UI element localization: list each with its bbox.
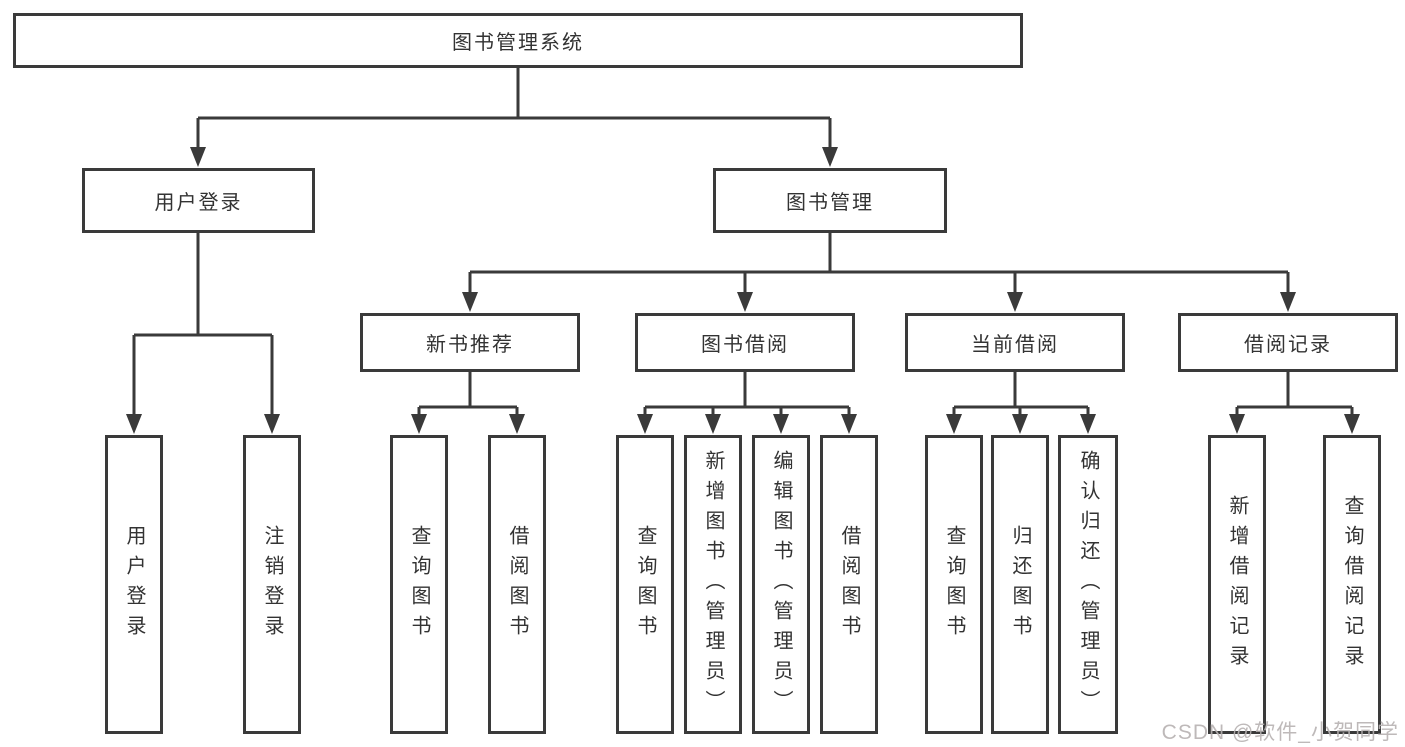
leaf-logout: 注销登录 (243, 435, 301, 734)
node-root-system: 图书管理系统 (13, 13, 1023, 68)
arrowhead (822, 147, 838, 167)
leaf-edit-book-admin: 编辑图书（管理员） (752, 435, 810, 734)
connector-login-to-children (126, 233, 280, 434)
node-user-login-branch: 用户登录 (82, 168, 315, 233)
arrowhead (946, 414, 962, 434)
arrowhead (1012, 414, 1028, 434)
arrowhead (841, 414, 857, 434)
leaf-query-books-borrow: 查询图书 (616, 435, 674, 734)
arrowhead (1007, 292, 1023, 312)
arrowhead (411, 414, 427, 434)
leaf-user-login: 用户登录 (105, 435, 163, 734)
leaf-confirm-return-admin: 确认归还（管理员） (1058, 435, 1118, 734)
arrowhead (1344, 414, 1360, 434)
connector-newbook-to-children (411, 372, 525, 434)
arrowhead (1080, 414, 1096, 434)
arrowhead (264, 414, 280, 434)
arrowhead (737, 292, 753, 312)
connector-root-to-level2 (190, 68, 838, 167)
leaf-borrow-books-borrow: 借阅图书 (820, 435, 878, 734)
arrowhead (462, 292, 478, 312)
connector-records-to-children (1229, 372, 1360, 434)
arrowhead (1229, 414, 1245, 434)
connector-bookborrow-to-children (637, 372, 857, 434)
node-book-borrow: 图书借阅 (635, 313, 855, 372)
arrowhead (637, 414, 653, 434)
node-book-management-branch: 图书管理 (713, 168, 947, 233)
node-current-borrow: 当前借阅 (905, 313, 1125, 372)
arrowhead (773, 414, 789, 434)
leaf-query-borrow-record: 查询借阅记录 (1323, 435, 1381, 734)
leaf-return-book: 归还图书 (991, 435, 1049, 734)
connector-management-to-level3 (462, 233, 1296, 312)
leaf-query-books-current: 查询图书 (925, 435, 983, 734)
leaf-borrow-books-newbook: 借阅图书 (488, 435, 546, 734)
connector-currentborrow-to-children (946, 372, 1096, 434)
csdn-watermark: CSDN @软件_小贺同学 (1161, 721, 1399, 744)
arrowhead (1280, 292, 1296, 312)
arrowhead (190, 147, 206, 167)
node-borrow-records: 借阅记录 (1178, 313, 1398, 372)
node-new-book-recommend: 新书推荐 (360, 313, 580, 372)
leaf-query-books-newbook: 查询图书 (390, 435, 448, 734)
leaf-add-borrow-record: 新增借阅记录 (1208, 435, 1266, 734)
arrowhead (705, 414, 721, 434)
leaf-add-book-admin: 新增图书（管理员） (684, 435, 742, 734)
arrowhead (509, 414, 525, 434)
arrowhead (126, 414, 142, 434)
